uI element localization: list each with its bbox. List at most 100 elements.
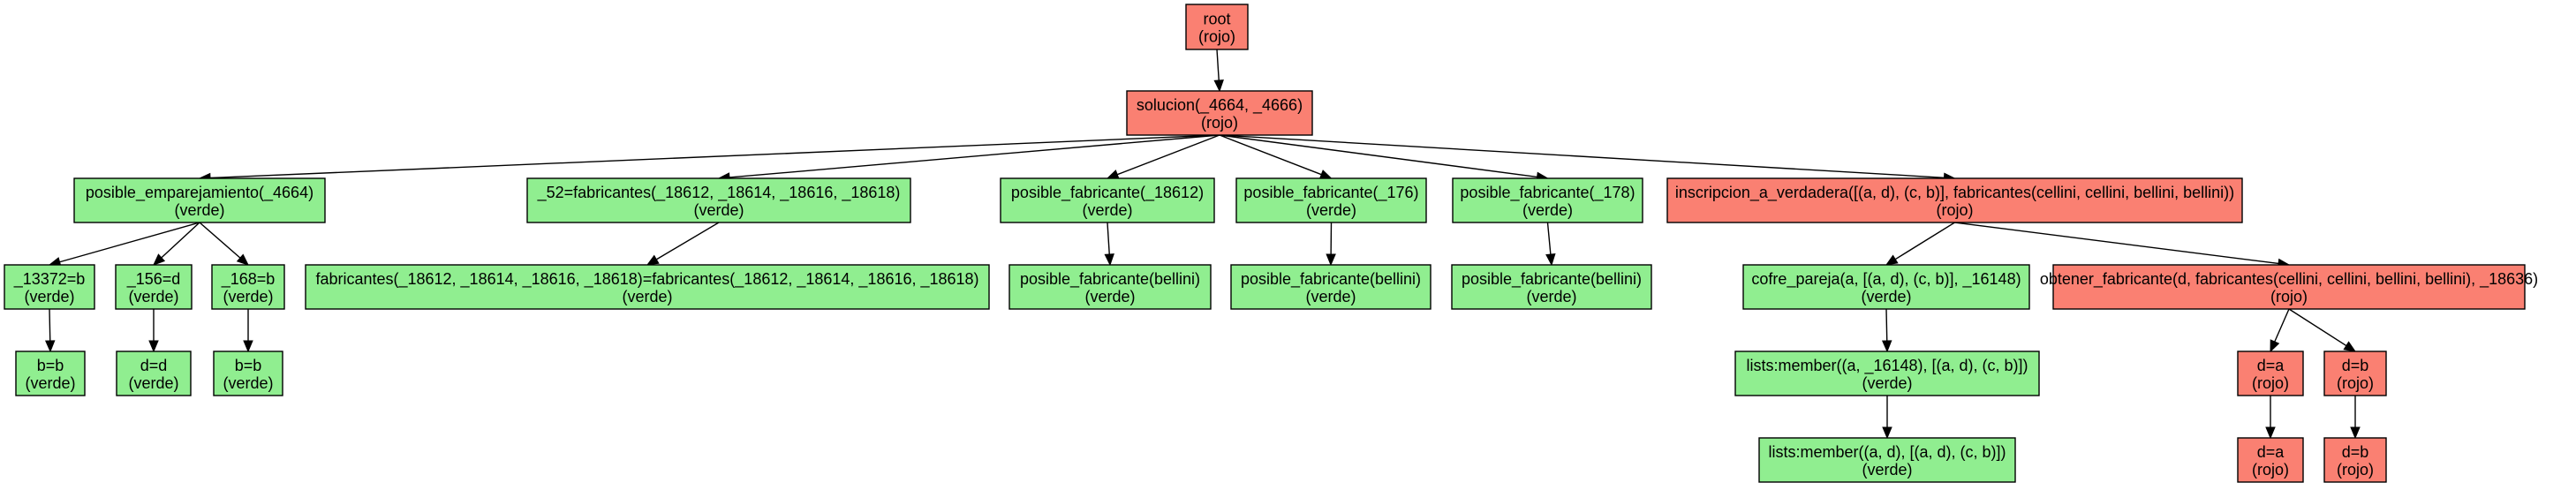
node-pf18612: posible_fabricante(_18612)(verde) xyxy=(1000,177,1215,223)
node-state: (verde) xyxy=(24,288,74,305)
node-pfb3: posible_fabricante(bellini)(verde) xyxy=(1451,264,1652,310)
edge-line xyxy=(199,222,241,259)
node-state: (verde) xyxy=(1082,201,1132,219)
node-label: lists:member((a, d), [(a, d), (c, b)]) xyxy=(1768,443,2006,461)
edge-inscr-to-obtener xyxy=(1954,222,2291,269)
node-u156: _156=d(verde) xyxy=(115,264,193,310)
node-label: fabricantes(_18612, _18614, _18616, _186… xyxy=(315,270,978,289)
edge-pos_emp-to-u168 xyxy=(199,222,249,266)
node-label: b=b xyxy=(37,357,64,374)
node-box xyxy=(4,264,95,310)
node-state: (verde) xyxy=(174,201,224,219)
node-cofre: cofre_pareja(a, [(a, d), (c, b)], _16148… xyxy=(1742,264,2030,310)
edge-line xyxy=(2274,308,2290,343)
node-bb1: b=b(verde) xyxy=(15,351,86,396)
arrow-head-icon xyxy=(236,253,249,266)
edge-line xyxy=(729,134,1220,178)
edge-cofre-to-member1 xyxy=(1881,308,1892,353)
edge-solucion-to-pos_emp xyxy=(198,134,1220,184)
edge-pf18612-to-pfb1 xyxy=(1104,222,1114,267)
edge-member1-to-member2 xyxy=(1882,396,1892,440)
node-label: d=a xyxy=(2257,357,2285,374)
arrow-head-icon xyxy=(243,340,253,353)
node-da1: d=a(rojo) xyxy=(2237,351,2304,396)
node-box xyxy=(526,177,911,223)
node-label: posible_fabricante(_176) xyxy=(1243,184,1418,202)
node-box xyxy=(2237,437,2304,483)
edge-u13372-to-bb1 xyxy=(44,308,56,353)
node-state: (verde) xyxy=(693,201,744,219)
node-box xyxy=(2323,437,2387,483)
node-state: (verde) xyxy=(1084,288,1135,305)
node-box xyxy=(1452,177,1643,223)
node-state: (verde) xyxy=(128,288,178,305)
edge-solucion-to-fab52 xyxy=(717,134,1220,183)
edge-line xyxy=(655,222,720,260)
node-state: (verde) xyxy=(1861,288,1911,305)
node-pf176: posible_fabricante(_176)(verde) xyxy=(1235,177,1427,223)
node-label: posible_fabricante(bellini) xyxy=(1462,270,1642,289)
edge-pos_emp-to-u13372 xyxy=(48,222,200,268)
node-label: d=b xyxy=(2342,443,2369,461)
node-box xyxy=(116,351,192,396)
node-box xyxy=(211,264,285,310)
edges-layer xyxy=(44,49,2361,440)
node-label: _168=b xyxy=(221,270,276,289)
node-state: (verde) xyxy=(25,374,75,392)
node-label: posible_emparejamiento(_4664) xyxy=(86,184,314,202)
node-label: lists:member((a, _16148), [(a, d), (c, b… xyxy=(1746,357,2028,375)
node-box xyxy=(115,264,193,310)
node-box xyxy=(1235,177,1427,223)
edge-line xyxy=(59,222,200,263)
node-u13372: _13372=b(verde) xyxy=(4,264,95,310)
node-state: (verde) xyxy=(1522,201,1573,219)
edge-solucion-to-pf178 xyxy=(1219,134,1549,183)
edge-line xyxy=(1219,134,1322,176)
node-root: root(rojo) xyxy=(1185,4,1249,50)
arrow-head-icon xyxy=(1106,170,1120,179)
node-state: (verde) xyxy=(1305,288,1356,305)
node-pfb2: posible_fabricante(bellini)(verde) xyxy=(1230,264,1432,310)
node-box xyxy=(1758,437,2016,483)
node-label: d=b xyxy=(2342,357,2369,374)
node-box xyxy=(73,177,326,223)
edge-line xyxy=(1116,134,1220,176)
node-label: d=a xyxy=(2257,443,2285,461)
node-member1: lists:member((a, _16148), [(a, d), (c, b… xyxy=(1734,351,2040,396)
edge-line xyxy=(1894,222,1955,260)
node-box xyxy=(213,351,283,396)
node-da2: d=a(rojo) xyxy=(2237,437,2304,483)
node-box xyxy=(2323,351,2387,396)
edge-db1-to-db2 xyxy=(2350,396,2361,440)
node-fab52: _52=fabricantes(_18612, _18614, _18616, … xyxy=(526,177,911,223)
node-box xyxy=(305,264,990,310)
edge-u168-to-bb2 xyxy=(243,309,253,353)
arrow-head-icon xyxy=(2343,341,2357,352)
edge-root-to-solucion xyxy=(1213,49,1224,93)
edge-line xyxy=(1219,134,1945,178)
node-state: (verde) xyxy=(128,374,178,392)
node-state: (verde) xyxy=(1862,461,1912,479)
node-solucion: solucion(_4664, _4666)(rojo) xyxy=(1126,90,1313,136)
arrow-head-icon xyxy=(44,340,56,353)
arrow-head-icon xyxy=(153,253,166,266)
node-box xyxy=(1008,264,1212,310)
node-state: (rojo) xyxy=(2252,461,2289,479)
arrow-head-icon xyxy=(148,340,159,353)
arrow-head-icon xyxy=(1318,170,1333,179)
node-box xyxy=(1230,264,1432,310)
node-state: (rojo) xyxy=(2337,461,2374,479)
node-label: b=b xyxy=(235,357,262,374)
node-label: obtener_fabricante(d, fabricantes(cellin… xyxy=(2040,270,2538,289)
arrow-head-icon xyxy=(1882,426,1892,440)
node-state: (rojo) xyxy=(2252,374,2289,392)
edge-inscr-to-cofre xyxy=(1885,222,1955,266)
node-box xyxy=(1734,351,2040,396)
edge-line xyxy=(1219,134,1537,178)
edge-obtener-to-da1 xyxy=(2270,308,2290,353)
node-box xyxy=(2052,264,2526,310)
edge-pf178-to-pfb3 xyxy=(1545,222,1556,267)
node-state: (rojo) xyxy=(1201,114,1238,132)
arrow-head-icon xyxy=(1881,340,1892,353)
